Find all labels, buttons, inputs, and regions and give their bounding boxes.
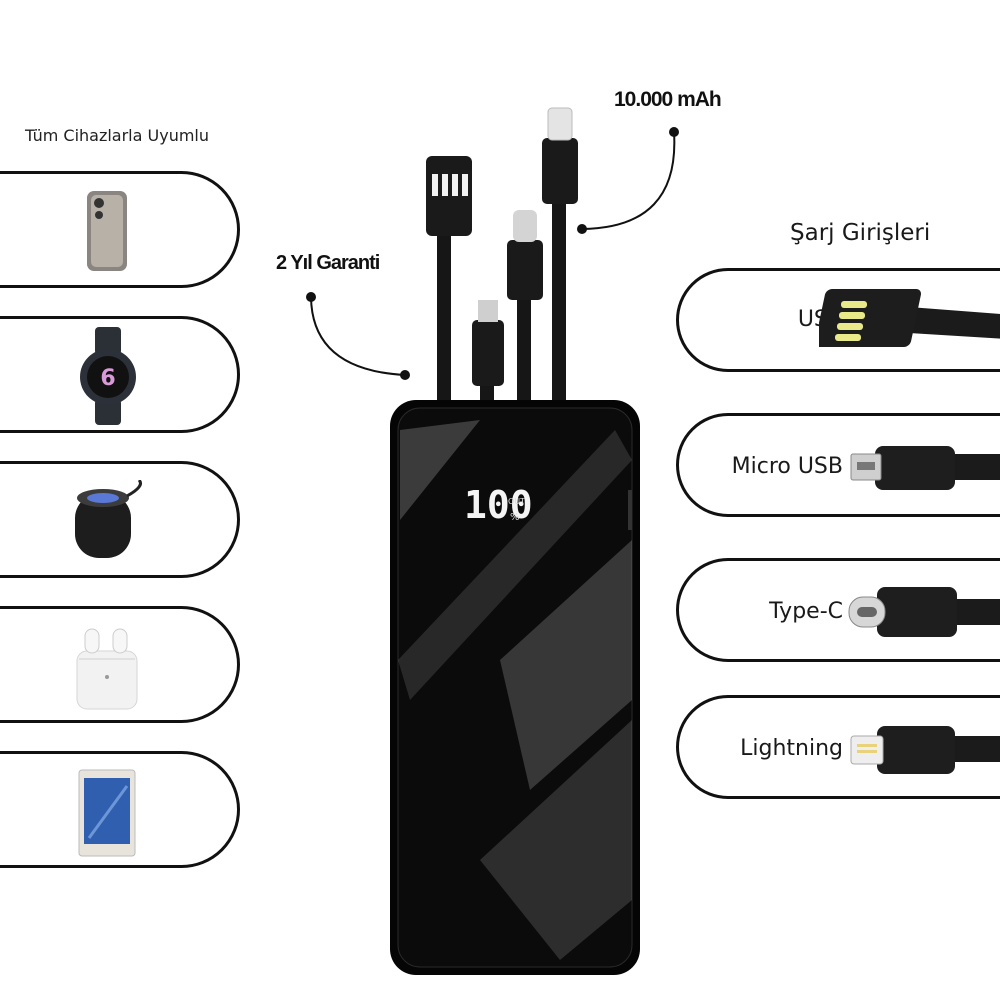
display-out-tag: OUT (508, 497, 525, 506)
port-card-usb: USB (676, 268, 1000, 372)
compatibility-title: Tüm Cihazlarla Uyumlu (25, 126, 210, 145)
port-card-type-c: Type-C (676, 558, 1000, 662)
port-label-micro-usb: Micro USB (731, 454, 843, 479)
device-card-speaker (0, 461, 240, 578)
tablet-icon (78, 769, 136, 857)
warranty-leader-line (306, 292, 410, 380)
lightning-connector-icon (850, 726, 1000, 774)
battery-percentage-display: 100 (464, 483, 533, 527)
lightning-cable (542, 107, 578, 430)
port-label-type-c: Type-C (769, 599, 843, 624)
port-label-lightning: Lightning (740, 736, 843, 761)
svg-text:6: 6 (100, 366, 115, 391)
smartphone-icon (87, 191, 127, 271)
type-c-connector-icon (848, 587, 1000, 637)
earbuds-icon (76, 628, 138, 710)
capacity-callout: 10.000 mAh (614, 88, 722, 111)
display-percent-sign: % (510, 512, 520, 523)
usb-connector-icon (819, 289, 1000, 347)
powerbank-image: 100 OUT % (390, 107, 640, 975)
speaker-icon (75, 480, 142, 558)
smartwatch-icon: 6 (80, 327, 136, 425)
warranty-callout: 2 Yıl Garanti (276, 252, 380, 274)
port-card-lightning: Lightning (676, 695, 1000, 799)
charging-inputs-title: Şarj Girişleri (790, 220, 931, 246)
port-card-micro-usb: Micro USB (676, 413, 1000, 517)
device-card-earbuds (0, 606, 240, 723)
device-card-tablet (0, 751, 240, 868)
usb-cable (426, 156, 472, 425)
device-card-watch: 6 (0, 316, 240, 433)
type-c-cable (507, 210, 543, 430)
device-card-phone (0, 171, 240, 288)
capacity-leader-line (577, 127, 679, 234)
micro-usb-connector-icon (850, 446, 1000, 490)
